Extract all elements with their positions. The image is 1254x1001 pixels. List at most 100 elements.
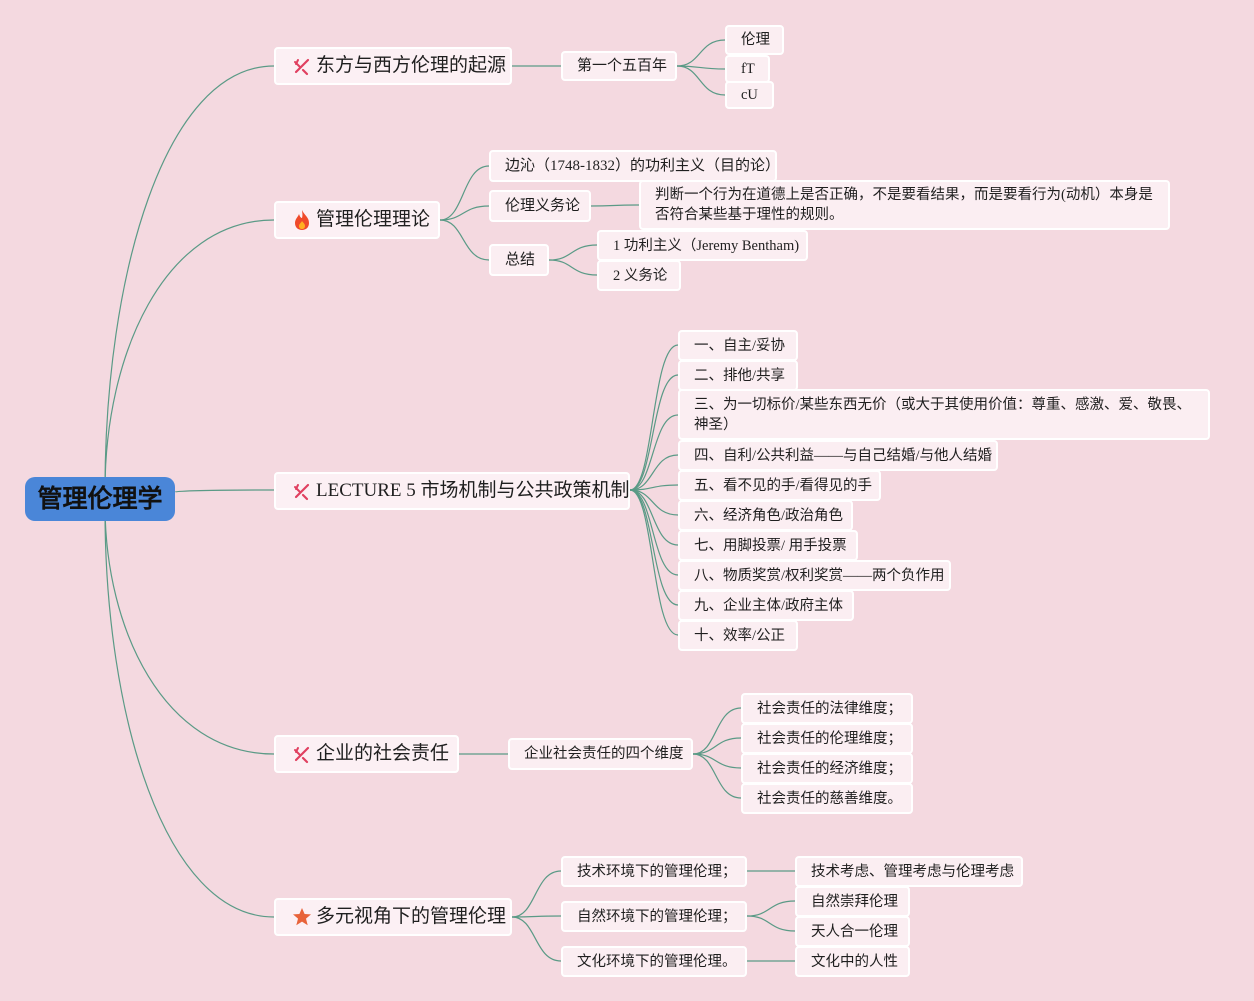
leaf-ethics[interactable]: 伦理 [725, 25, 784, 55]
topic-natural-environment[interactable]: 自然环境下的管理伦理； [561, 901, 747, 932]
leaf-ft[interactable]: fT [725, 55, 770, 83]
leaf-philanthropic-dimension[interactable]: 社会责任的慈善维度。 [741, 783, 913, 814]
leaf-label: 文化中的人性 [811, 953, 898, 970]
topic-label: 伦理义务论 [505, 198, 581, 214]
topic-label: 第一个五百年 [577, 58, 668, 74]
leaf-label: 二、排他/共享 [694, 367, 786, 384]
leaf-deontology-definition[interactable]: 判断一个行为在道德上是否正确，不是要看结果，而是要看行为(动机）本身是否符合某些… [639, 180, 1170, 230]
topic-cultural-environment[interactable]: 文化环境下的管理伦理。 [561, 946, 747, 977]
branch-lecture-5[interactable]: LECTURE 5 市场机制与公共政策机制 [274, 472, 630, 510]
leaf-deontology[interactable]: 2 义务论 [597, 260, 681, 291]
connector-line [676, 39, 726, 67]
leaf-label: 社会责任的经济维度； [757, 760, 902, 777]
leaf-label: 九、企业主体/政府主体 [694, 597, 844, 614]
leaf-lecture-item-9[interactable]: 九、企业主体/政府主体 [678, 590, 854, 621]
topic-first-500-years[interactable]: 第一个五百年 [561, 51, 677, 81]
leaf-ethical-dimension[interactable]: 社会责任的伦理维度； [741, 723, 913, 754]
topic-deontology[interactable]: 伦理义务论 [489, 190, 591, 222]
topic-label: 边沁（1748-1832）的功利主义（目的论） [505, 158, 780, 174]
leaf-label: 八、物质奖赏/权利奖赏——两个负作用 [694, 567, 945, 584]
connector-line [629, 489, 679, 636]
leaf-lecture-item-5[interactable]: 五、看不见的手/看得见的手 [678, 470, 881, 501]
leaf-heaven-human-unity[interactable]: 天人合一伦理 [795, 916, 910, 947]
branch-corporate-social-responsibility[interactable]: 企业的社会责任 [274, 735, 459, 773]
connector-line [174, 489, 275, 493]
connector-line [439, 165, 490, 221]
leaf-label: 天人合一伦理 [811, 923, 898, 940]
connector-line [511, 915, 562, 918]
leaf-economic-dimension[interactable]: 社会责任的经济维度； [741, 753, 913, 784]
leaf-label: 判断一个行为在道德上是否正确，不是要看结果，而是要看行为(动机）本身是否符合某些… [655, 187, 1153, 223]
branch-multiple-perspectives[interactable]: 多元视角下的管理伦理 [274, 898, 512, 936]
branch-label: 管理伦理理论 [316, 209, 431, 230]
topic-label: 企业社会责任的四个维度 [524, 746, 684, 762]
connector-line [104, 65, 275, 491]
connector-line [629, 454, 679, 491]
connector-line [104, 219, 275, 491]
connector-line [629, 489, 679, 546]
topic-label: 自然环境下的管理伦理； [577, 908, 737, 925]
leaf-cu[interactable]: cU [725, 81, 774, 109]
leaf-human-nature-in-culture[interactable]: 文化中的人性 [795, 946, 910, 977]
star-icon [292, 906, 312, 928]
branch-label: LECTURE 5 市场机制与公共政策机制 [316, 480, 630, 501]
connector-line [692, 707, 742, 755]
leaf-label: fT [741, 61, 755, 77]
leaf-legal-dimension[interactable]: 社会责任的法律维度； [741, 693, 913, 724]
leaf-tech-considerations[interactable]: 技术考虑、管理考虑与伦理考虑 [795, 856, 1023, 887]
topic-summary[interactable]: 总结 [489, 244, 549, 276]
topic-four-dimensions[interactable]: 企业社会责任的四个维度 [508, 738, 693, 770]
leaf-utilitarianism[interactable]: 1 功利主义（Jeremy Bentham) [597, 230, 808, 261]
leaf-label: 六、经济角色/政治角色 [694, 507, 844, 524]
leaf-label: 十、效率/公正 [694, 627, 786, 644]
leaf-lecture-item-4[interactable]: 四、自利/公共利益——与自己结婚/与他人结婚 [678, 440, 998, 471]
tools-icon [292, 55, 312, 77]
connector-line [692, 753, 742, 799]
leaf-label: cU [741, 87, 758, 103]
leaf-label: 四、自利/公共利益——与自己结婚/与他人结婚 [694, 447, 993, 464]
branch-label: 东方与西方伦理的起源 [316, 55, 507, 76]
leaf-label: 技术考虑、管理考虑与伦理考虑 [811, 863, 1014, 880]
leaf-label: 一、自主/妥协 [694, 337, 786, 354]
connector-line [746, 915, 796, 932]
topic-label: 技术环境下的管理伦理； [577, 863, 737, 880]
connector-line [439, 219, 490, 261]
leaf-label: 三、为一切标价/某些东西无价（或大于其使用价值：尊重、感激、爱、敬畏、神圣） [694, 396, 1192, 433]
leaf-lecture-item-1[interactable]: 一、自主/妥协 [678, 330, 798, 361]
leaf-lecture-item-3[interactable]: 三、为一切标价/某些东西无价（或大于其使用价值：尊重、感激、爱、敬畏、神圣） [678, 389, 1210, 440]
connector-line [629, 344, 679, 491]
leaf-lecture-item-8[interactable]: 八、物质奖赏/权利奖赏——两个负作用 [678, 560, 951, 591]
connector-line [511, 870, 562, 918]
leaf-label: 伦理 [741, 32, 770, 48]
branch-east-west-ethics-origin[interactable]: 东方与西方伦理的起源 [274, 47, 512, 85]
leaf-lecture-item-10[interactable]: 十、效率/公正 [678, 620, 798, 651]
leaf-label: 社会责任的伦理维度； [757, 730, 902, 747]
connector-line [511, 916, 562, 962]
fire-icon [292, 209, 312, 231]
connector-line [746, 900, 796, 917]
connector-line [439, 205, 490, 221]
connector-line [676, 65, 726, 96]
connector-line [629, 374, 679, 491]
leaf-label: 社会责任的法律维度； [757, 700, 902, 717]
topic-bentham-utilitarianism[interactable]: 边沁（1748-1832）的功利主义（目的论） [489, 150, 780, 182]
leaf-lecture-item-6[interactable]: 六、经济角色/政治角色 [678, 500, 853, 531]
leaf-lecture-item-7[interactable]: 七、用脚投票/ 用手投票 [678, 530, 858, 561]
root-topic[interactable]: 管理伦理学 [25, 477, 175, 521]
leaf-lecture-item-2[interactable]: 二、排他/共享 [678, 360, 798, 391]
leaf-nature-worship[interactable]: 自然崇拜伦理 [795, 886, 910, 917]
tools-icon [292, 480, 312, 502]
connector-line [692, 753, 742, 769]
branch-management-ethics-theory[interactable]: 管理伦理理论 [274, 201, 440, 239]
topic-tech-environment[interactable]: 技术环境下的管理伦理； [561, 856, 747, 887]
leaf-label: 自然崇拜伦理 [811, 893, 898, 910]
connector-line [692, 737, 742, 755]
tools-icon [292, 743, 312, 765]
topic-label: 文化环境下的管理伦理。 [577, 953, 737, 970]
leaf-label: 七、用脚投票/ 用手投票 [694, 537, 847, 554]
connector-line [104, 509, 275, 918]
topic-label: 总结 [505, 252, 536, 268]
branch-label: 多元视角下的管理伦理 [316, 906, 507, 927]
leaf-label: 2 义务论 [613, 267, 668, 284]
